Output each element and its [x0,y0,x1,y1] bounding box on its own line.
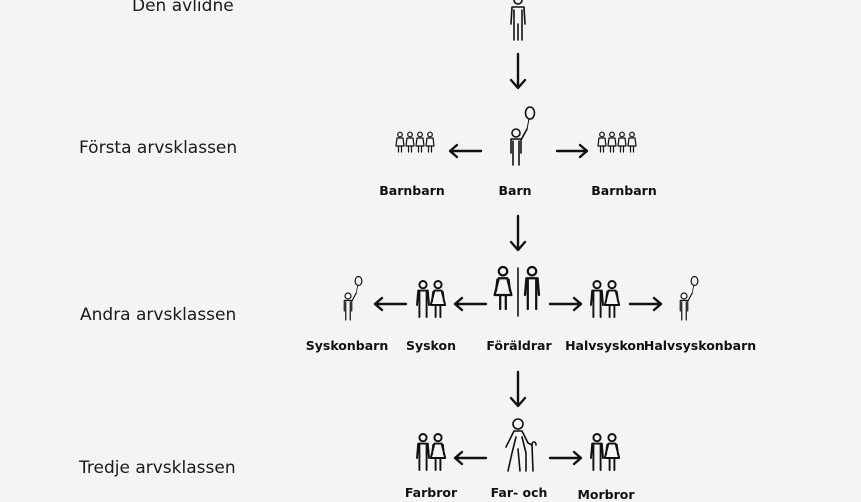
grandchildren-left-icon [395,131,435,153]
arrow-down-3 [509,370,527,408]
class-label-first: Första arvsklassen [79,138,238,158]
label-syskonbarn: Syskonbarn [305,338,389,353]
parents-icon [493,265,541,317]
class-label-second: Andra arvsklassen [80,305,237,325]
maternal-uncle-icon [590,433,621,471]
half-siblings-icon [590,280,621,318]
arrow-right-3 [548,450,583,466]
arrow-left-2a [453,296,488,312]
arrow-right-2b [628,296,663,312]
grandchildren-right-icon [597,131,637,153]
arrow-down-1 [509,52,527,90]
arrow-right-1 [555,143,589,159]
arrow-left-3 [453,450,488,466]
label-halvsyskon: Halvsyskon [565,338,645,353]
arrow-left-2b [373,296,408,312]
half-nephew-niece-child-icon [679,275,699,321]
label-morbror: Morbror [577,487,635,502]
child-with-balloon-icon [510,106,536,166]
grandparents-icon [505,418,537,472]
nephew-niece-child-icon [343,275,363,321]
label-foraldrar: Föräldrar [486,338,552,353]
class-label-deceased: Den avlidne [132,0,234,16]
arrow-down-2 [509,214,527,252]
label-halvsyskonbarn: Halvsyskonbarn [643,338,757,353]
label-farbror: Farbror [404,485,458,500]
deceased-person-icon [510,0,526,41]
class-label-third: Tredje arvsklassen [79,458,236,478]
label-barn: Barn [498,183,532,198]
label-far-och: Far- och [490,485,548,500]
label-syskon: Syskon [405,338,457,353]
paternal-uncle-icon [416,433,447,471]
label-barnbarn-left: Barnbarn [379,183,445,198]
siblings-icon [416,280,447,318]
arrow-left-1 [448,143,483,159]
label-barnbarn-right: Barnbarn [591,183,657,198]
arrow-right-2a [548,296,583,312]
